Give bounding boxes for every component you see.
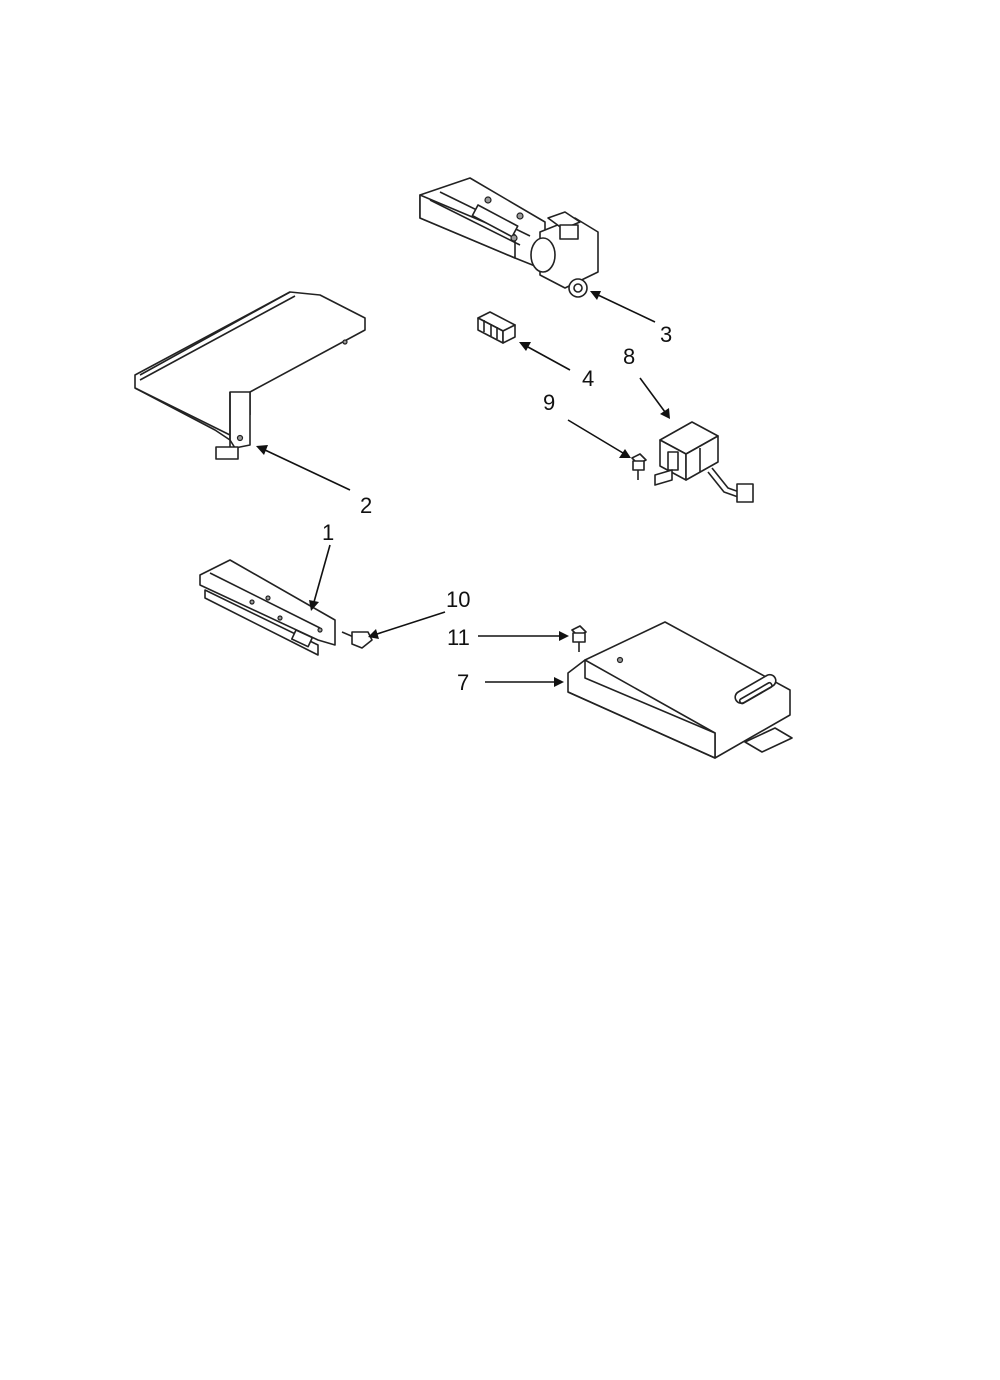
callout-1-label: 1 <box>322 520 334 545</box>
part-1-rail-bracket <box>199 559 336 656</box>
callout-4-label: 4 <box>582 366 594 391</box>
callout-labels: 3 4 8 9 2 1 10 11 7 <box>322 322 672 695</box>
callout-9-label: 9 <box>543 390 555 415</box>
part-11-screw <box>571 625 587 652</box>
part-4-connector-block <box>477 311 516 344</box>
callout-2-label: 2 <box>360 493 372 518</box>
callout-3-label: 3 <box>660 322 672 347</box>
part-7-cover <box>567 621 793 759</box>
part-2-tray <box>134 291 366 460</box>
callout-7-label: 7 <box>457 670 469 695</box>
part-3-motor-assembly <box>419 177 599 298</box>
callout-10-label: 10 <box>446 587 470 612</box>
part-9-screw <box>631 453 647 480</box>
callout-leaders <box>256 291 670 687</box>
part-10-screw <box>341 631 373 649</box>
part-8-transformer <box>654 421 754 503</box>
callout-11-label: 11 <box>447 625 470 650</box>
callout-8-label: 8 <box>623 344 635 369</box>
